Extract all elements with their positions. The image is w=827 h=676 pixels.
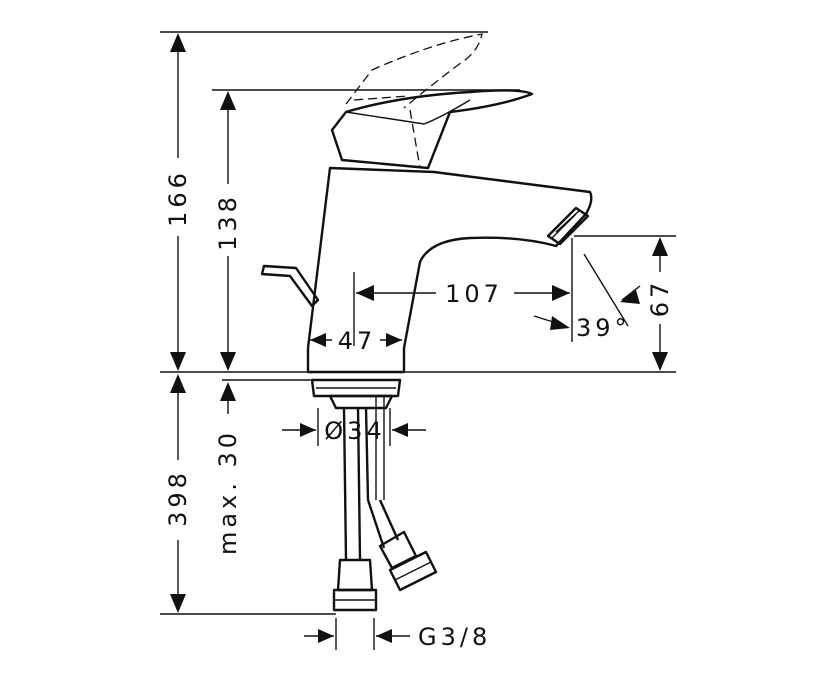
dimension-base-width: 47 bbox=[310, 327, 402, 355]
dimension-total-height: 166 bbox=[160, 31, 488, 371]
dim-connection-label: G3/8 bbox=[418, 623, 491, 651]
dim-total-height-label: 166 bbox=[164, 169, 192, 227]
mounting-assembly bbox=[310, 378, 438, 612]
dim-mount-diameter-label: Ø34 bbox=[324, 417, 385, 445]
faucet-body bbox=[260, 89, 593, 374]
dimension-spout-height: 67 bbox=[574, 235, 676, 371]
dimension-connection: G3/8 bbox=[304, 618, 491, 651]
dim-spout-reach-label: 107 bbox=[445, 280, 503, 308]
dimension-below-height: 398 bbox=[160, 374, 336, 615]
dim-spout-angle-label: 39° bbox=[576, 314, 631, 342]
dimension-mount-diameter: Ø34 bbox=[282, 408, 426, 446]
dimension-body-height: 138 bbox=[212, 89, 520, 371]
dim-below-height-label: 398 bbox=[164, 469, 192, 527]
dim-base-width-label: 47 bbox=[338, 327, 377, 355]
dim-max-thickness-label: max. 30 bbox=[214, 429, 242, 555]
dimension-max-thickness: max. 30 bbox=[214, 382, 242, 555]
dim-body-height-label: 138 bbox=[214, 193, 242, 251]
dim-spout-height-label: 67 bbox=[646, 279, 674, 318]
dimension-spout-angle: 39° bbox=[533, 253, 641, 342]
lever-raised-outline bbox=[345, 33, 483, 169]
dimension-spout-reach: 107 bbox=[353, 238, 573, 346]
